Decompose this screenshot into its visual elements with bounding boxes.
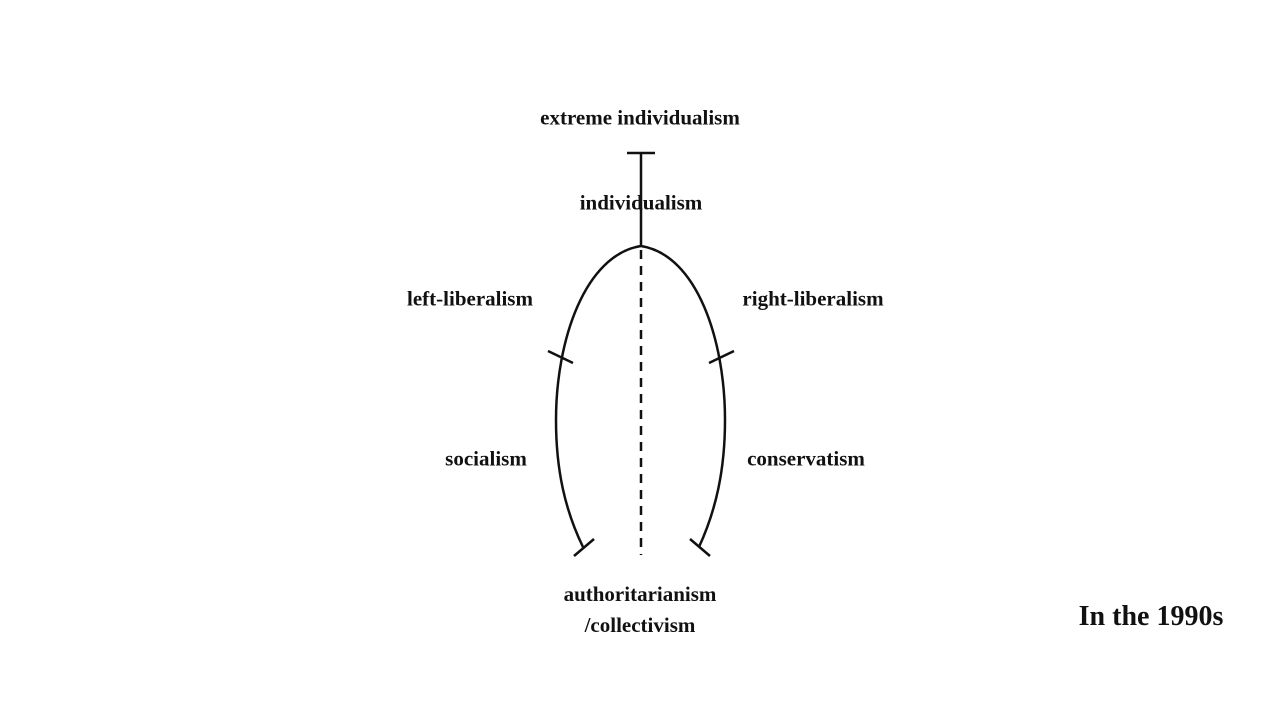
caption-era: In the 1990s [1078,601,1224,632]
label-extreme-individualism: extreme individualism [540,105,740,130]
left-end-tick [573,538,595,557]
label-authoritarianism: authoritarianism [563,582,717,606]
right-arc [640,244,727,548]
left-arc [554,244,642,548]
label-conservatism: conservatism [747,446,865,471]
label-collectivism: /collectivism [584,613,696,637]
label-left-liberalism: left-liberalism [407,286,533,311]
right-end-tick [689,538,711,557]
right-liberalism-conservatism-tick [708,349,735,365]
label-socialism: socialism [445,446,527,471]
left-liberalism-socialism-tick [547,349,574,365]
label-right-liberalism: right-liberalism [742,286,884,311]
label-authoritarianism-collectivism: authoritarianism /collectivism [564,579,717,641]
label-individualism: individualism [579,190,703,215]
